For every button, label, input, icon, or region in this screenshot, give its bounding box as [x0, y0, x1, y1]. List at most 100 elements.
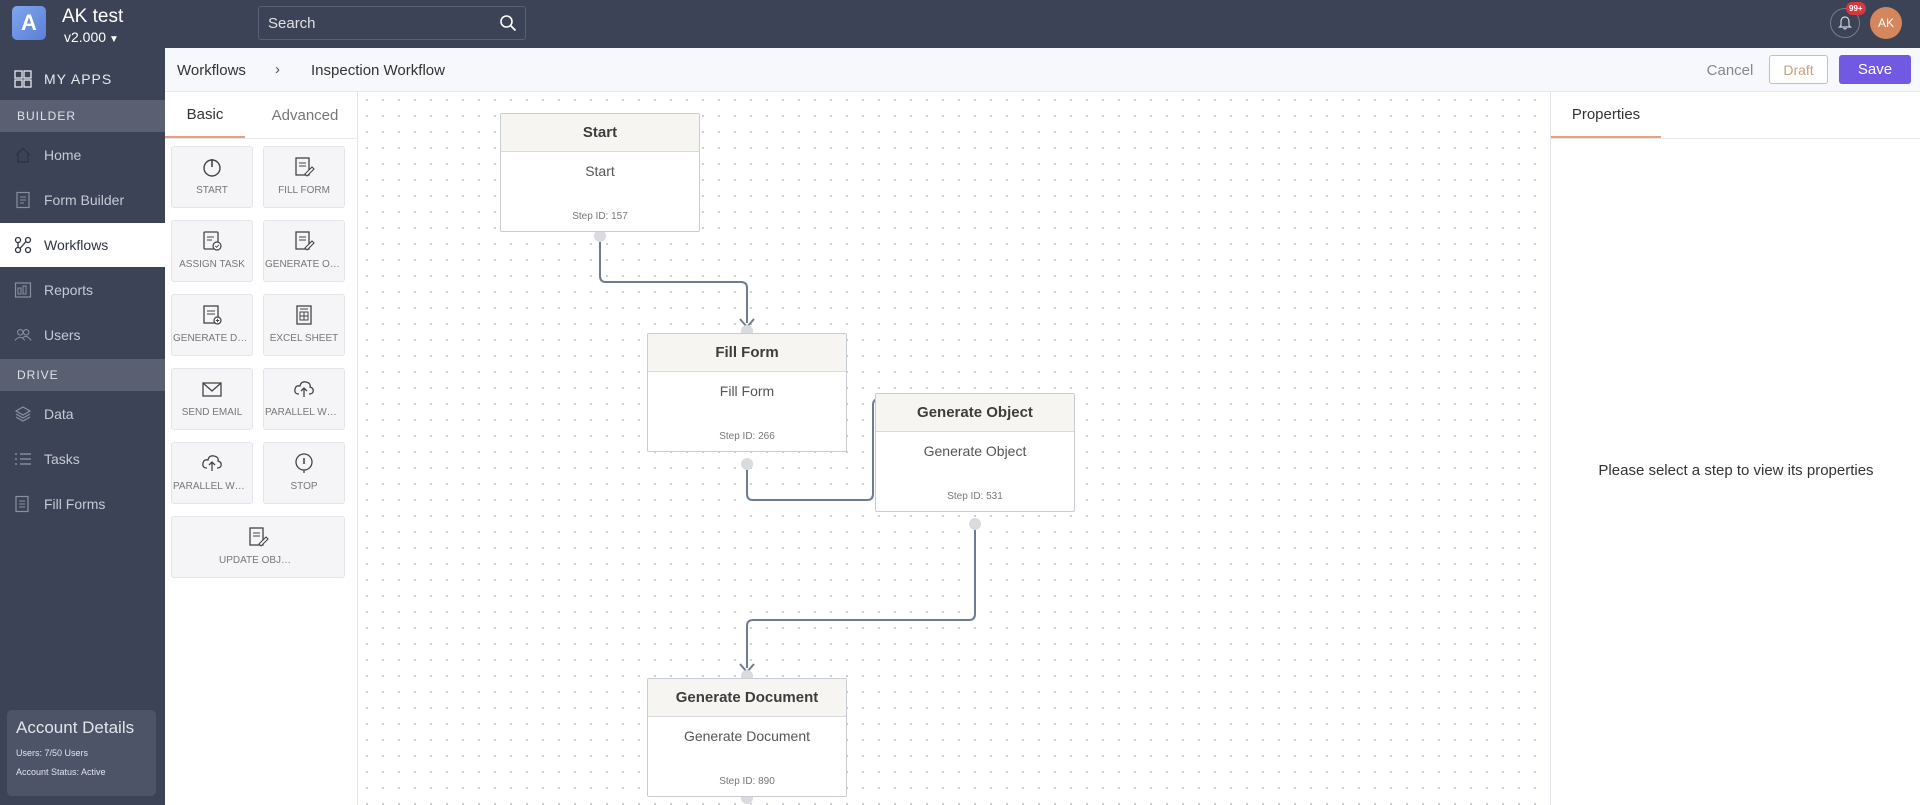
- properties-empty-message: Please select a step to view its propert…: [1598, 462, 1874, 479]
- palette-item-fill-form[interactable]: FILL FORM: [263, 146, 345, 208]
- workflow-connectors: [594, 230, 983, 804]
- notifications-button[interactable]: [1830, 8, 1860, 38]
- node-title: Start: [501, 114, 699, 152]
- palette-item-send-email[interactable]: SEND EMAIL: [171, 368, 253, 430]
- users-icon: [14, 326, 32, 344]
- account-title: Account Details: [16, 718, 135, 737]
- save-button[interactable]: Save: [1839, 55, 1911, 84]
- edit-doc-icon: [295, 157, 315, 177]
- node-step-id: Step ID: 890: [719, 776, 775, 787]
- palette-item-parallel-workflow[interactable]: PARALLEL WORKFLOW: [263, 368, 345, 430]
- cancel-button[interactable]: Cancel: [1697, 56, 1763, 84]
- app-title: AK test: [62, 6, 124, 27]
- palette-item-generate-object[interactable]: GENERATE OBJECT: [263, 220, 345, 282]
- cloud-upload-icon: [202, 455, 222, 471]
- tasks-icon: [14, 450, 32, 468]
- avatar[interactable]: AK: [1870, 7, 1902, 39]
- palette-item-generate-doc[interactable]: GENERATE DOC: [171, 294, 253, 356]
- workflow-node-generate-document[interactable]: Generate Document Generate Document Step…: [647, 678, 847, 797]
- palette-item-label: GENERATE DOC: [173, 333, 251, 344]
- palette-item-update-object[interactable]: UPDATE OBJECT: [171, 516, 345, 578]
- sidebar-item-reports[interactable]: Reports: [0, 268, 165, 312]
- workflow-node-generate-object[interactable]: Generate Object Generate Object Step ID:…: [875, 393, 1075, 512]
- tabs-divider: [1551, 138, 1920, 139]
- palette-item-label: UPDATE OBJECT: [219, 555, 297, 566]
- caret-down-icon: ▼: [109, 34, 119, 45]
- stop-icon: [295, 453, 313, 473]
- account-users: Users: 7/50 Users: [16, 748, 89, 758]
- palette-item-excel-sheet[interactable]: EXCEL SHEET: [263, 294, 345, 356]
- node-step-id: Step ID: 531: [947, 491, 1003, 502]
- tab-properties[interactable]: Properties: [1551, 92, 1661, 138]
- port-start-out: [594, 230, 606, 242]
- palette-item-label: START: [196, 185, 228, 196]
- tabs-divider: [165, 138, 358, 139]
- assign-task-icon: [203, 231, 222, 251]
- sidebar-item-fill-forms[interactable]: Fill Forms: [0, 482, 165, 526]
- connector-start-fill-form: [599, 236, 748, 323]
- palette-item-label: FILL FORM: [278, 185, 330, 196]
- sidebar-item-label: Tasks: [44, 451, 80, 467]
- breadcrumb-current: Inspection Workflow: [311, 62, 445, 79]
- bell-icon: [1838, 16, 1852, 30]
- header-bar: Workflows › Inspection Workflow Cancel D…: [165, 48, 1920, 92]
- sidebar-item-label: Users: [44, 327, 81, 343]
- node-step-id: Step ID: 157: [572, 211, 628, 222]
- form-icon: [14, 191, 32, 209]
- sidebar-item-label: Data: [44, 406, 74, 422]
- node-label: Generate Object: [923, 443, 1027, 459]
- node-step-id: Step ID: 266: [719, 431, 775, 442]
- data-icon: [14, 405, 32, 423]
- palette-item-stop[interactable]: STOP: [263, 442, 345, 504]
- properties-panel: Properties Please select a step to view …: [1550, 92, 1920, 805]
- draft-button[interactable]: Draft: [1769, 55, 1828, 84]
- node-label: Generate Document: [683, 728, 811, 744]
- workflow-canvas[interactable]: Start Start Step ID: 157 Fill Form Fill …: [359, 92, 1549, 805]
- account-status: Account Status: Active: [16, 767, 106, 777]
- sidebar-item-label: Home: [44, 147, 82, 163]
- version-label: v2.000: [64, 29, 107, 45]
- fill-forms-icon: [14, 495, 32, 513]
- generate-object-icon: [295, 231, 315, 251]
- notification-badge: 99+: [1846, 2, 1866, 15]
- sidebar-item-tasks[interactable]: Tasks: [0, 437, 165, 481]
- workflow-node-start[interactable]: Start Start Step ID: 157: [500, 113, 700, 232]
- home-icon: [14, 146, 32, 164]
- palette-item-label: PARALLEL WORKFLOW: [265, 407, 343, 418]
- sidebar-item-data[interactable]: Data: [0, 392, 165, 436]
- palette-item-label: GENERATE OBJECT: [265, 259, 343, 270]
- main-panel: Workflows › Inspection Workflow Cancel D…: [165, 48, 1920, 805]
- section-builder: BUILDER: [0, 100, 165, 132]
- sidebar-item-home[interactable]: Home: [0, 133, 165, 177]
- node-label: Start: [585, 163, 615, 179]
- search-input[interactable]: [259, 7, 484, 39]
- sidebar-item-label: Workflows: [44, 237, 109, 253]
- update-object-icon: [249, 527, 269, 547]
- envelope-icon: [202, 382, 222, 397]
- grid-icon: [14, 70, 32, 88]
- app-logo[interactable]: A: [12, 6, 46, 40]
- excel-sheet-icon: [296, 305, 312, 325]
- sidebar-item-form-builder[interactable]: Form Builder: [0, 178, 165, 222]
- breadcrumb-workflows[interactable]: Workflows: [177, 62, 246, 79]
- node-title: Generate Object: [876, 394, 1074, 432]
- palette-item-parallel-workflow-2[interactable]: PARALLEL WORKFLOW: [171, 442, 253, 504]
- node-title: Fill Form: [648, 334, 846, 372]
- palette-item-assign-task[interactable]: ASSIGN TASK: [171, 220, 253, 282]
- sidebar-item-label: Form Builder: [44, 192, 125, 208]
- step-palette: Basic Advanced START FILL FORM ASSIGN TA…: [165, 92, 358, 805]
- search-icon[interactable]: [499, 14, 517, 32]
- palette-item-label: PARALLEL WORKFLOW: [173, 481, 251, 492]
- version-selector[interactable]: v2.000▼: [64, 29, 119, 45]
- palette-item-start[interactable]: START: [171, 146, 253, 208]
- workflow-node-fill-form[interactable]: Fill Form Fill Form Step ID: 266: [647, 333, 847, 452]
- sidebar-item-workflows[interactable]: Workflows: [0, 223, 165, 267]
- sidebar-item-users[interactable]: Users: [0, 313, 165, 357]
- sidebar-item-my-apps[interactable]: MY APPS: [0, 57, 165, 101]
- sidebar-item-label: MY APPS: [44, 71, 113, 87]
- section-drive: DRIVE: [0, 359, 165, 391]
- tab-basic[interactable]: Basic: [165, 92, 245, 138]
- cloud-upload-icon: [294, 381, 314, 397]
- port-fill-form-out: [741, 458, 753, 470]
- tab-advanced[interactable]: Advanced: [271, 106, 339, 124]
